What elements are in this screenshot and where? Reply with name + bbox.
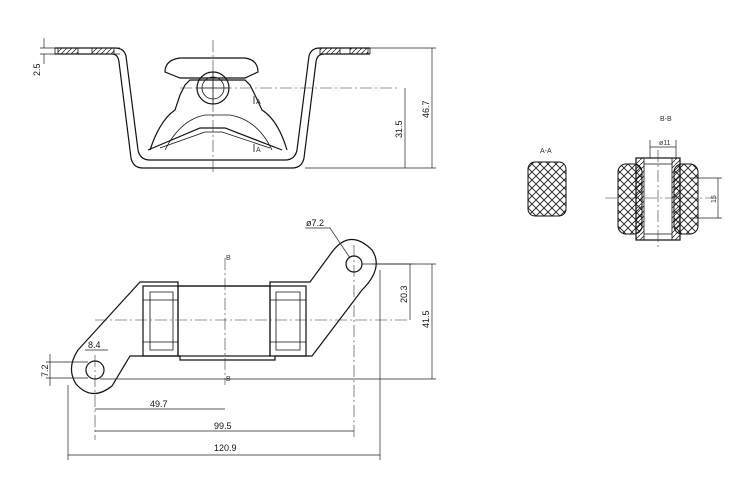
- dim-top-thickness: 2.5: [32, 63, 42, 76]
- dim-half-span: 49.7: [150, 399, 168, 409]
- dim-small-hole: 8.4: [88, 340, 101, 350]
- section-b-mark-top: B: [226, 255, 231, 262]
- dim-overall-width: 41.5: [421, 310, 431, 328]
- dim-bushing-dia: ø11: [659, 140, 671, 147]
- front-dimensions: 2.5 46.7 31.5: [32, 38, 436, 169]
- section-b-title: B-B: [660, 116, 672, 123]
- dim-total-height: 46.7: [421, 100, 431, 118]
- dim-hole-height: 31.5: [394, 120, 404, 138]
- dim-hole-dia: ø7.2: [306, 218, 324, 228]
- section-a-a: A-A: [527, 148, 567, 217]
- section-b-mark-bottom: B: [226, 376, 231, 383]
- dim-overall-length: 120.9: [214, 443, 237, 453]
- dim-hole-span: 99.5: [214, 421, 232, 431]
- section-a-mark-top: A: [256, 99, 261, 106]
- section-a-mark-bottom: A: [256, 147, 261, 154]
- plan-view: B B: [70, 238, 410, 440]
- dim-bushing-len: 15: [711, 195, 718, 203]
- section-b-b: B-B ø11 15: [605, 116, 722, 248]
- front-view: A A: [54, 40, 400, 175]
- plan-dimensions: ø7.2 20.3 41.5 8.4 7.2 49.7 99.5 120.9: [40, 218, 436, 460]
- section-a-title: A-A: [540, 148, 552, 155]
- dim-flange-thick: 7.2: [40, 364, 50, 377]
- dim-center-to-hole: 20.3: [399, 285, 409, 303]
